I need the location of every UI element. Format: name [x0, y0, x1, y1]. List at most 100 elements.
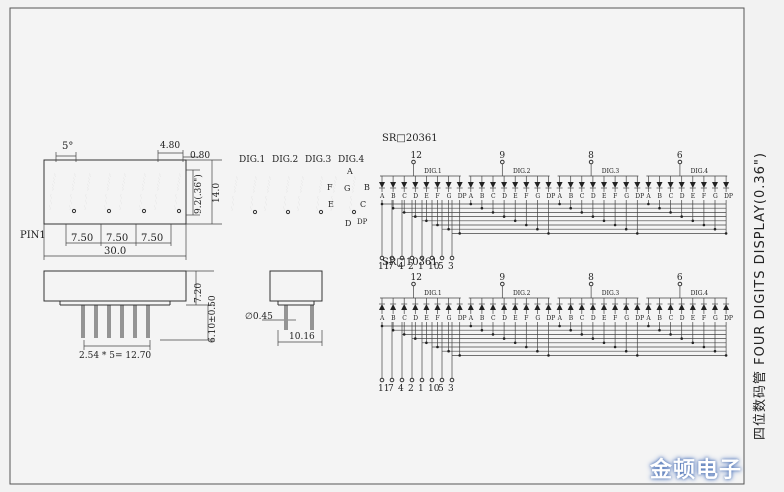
schematic-cc-seg-bus-D: 2: [408, 200, 727, 272]
schematic-cc-seg-label-1-G: G: [447, 193, 452, 200]
schematic-ca-seg-label-3-C: C: [580, 315, 585, 322]
schematic-ca-seg-bus-G: 5: [438, 322, 727, 394]
schematic-ca-seg-bus-D: 2: [408, 322, 727, 394]
segment-digit-3: [297, 174, 324, 215]
front-digit-1: [49, 171, 77, 214]
schematic-cc-seg-label-4-A: A: [645, 193, 651, 200]
schematic-ca-seg-label-4-G: G: [713, 315, 718, 322]
schematic-ca-led-3-E: E: [601, 298, 607, 322]
schematic-cc-led-3-A: A: [556, 176, 563, 200]
schematic-ca-led-1-G: G: [445, 298, 452, 322]
segment-digit-1: [231, 174, 258, 215]
schematic-ca-led-1-F: F: [434, 298, 441, 322]
pin1-label: PIN1: [20, 230, 46, 241]
schematic-ca-led-2-B: B: [478, 298, 485, 322]
ca-model-label: SR□10361: [382, 257, 438, 268]
side-view: 7.20 6.10±0.50 2.54 * 5= 12.70: [43, 270, 218, 361]
schematic-cc-led-1-F: F: [434, 176, 441, 200]
schematic-ca-led-4-D: D: [678, 298, 685, 322]
schematic-ca-bottom-pin-6: 10: [428, 384, 440, 394]
display-body-outline: [43, 159, 187, 225]
schematic-ca-seg-label-1-C: C: [402, 315, 407, 322]
schematic-cc-seg-bus-C: 4: [398, 200, 727, 272]
side-pin-5: [133, 305, 137, 338]
schematic-ca-bottom-pin-3: 4: [398, 384, 404, 394]
schematic-ca-seg-label-2-G: G: [535, 315, 540, 322]
segment-digit-4: [330, 174, 357, 215]
schematic-ca-bottom-pin-8: 3: [448, 384, 454, 394]
schematic-cc-digit-label-1: DIG.1: [424, 168, 441, 175]
schematic-cc-digit-label-3: DIG.3: [602, 168, 620, 175]
schematic-cc-seg-label-2-D: D: [502, 193, 507, 200]
segment-view: DIG.1 DIG.2 DIG.3 DIG.4 A B C D E F G DP: [231, 155, 370, 228]
schematic-ca-common-pin-3: 8: [588, 273, 594, 283]
schematic-cc-seg-label-1-B: B: [391, 193, 396, 200]
schematic-cc-led-2-B: B: [478, 176, 485, 200]
schematic-ca-led-1-DP: DP: [456, 298, 467, 322]
schematic-cc-led-2-E: E: [512, 176, 519, 200]
schematic-ca-led-2-C: C: [490, 298, 496, 322]
schematic-ca-seg-label-1-G: G: [447, 315, 452, 322]
schematic-cc-seg-label-1-C: C: [402, 193, 407, 200]
end-body-outline: [269, 270, 323, 302]
schematic-cc-seg-label-1-A: A: [379, 193, 385, 200]
seg-digit-label-3: DIG.3: [305, 155, 332, 165]
schematic-cc-bottom-pin-7: 5: [438, 262, 444, 272]
schematic-cc-led-4-C: C: [667, 176, 674, 200]
schematic-ca-led-1-D: D: [412, 298, 419, 322]
schematic-ca-digit-label-3: DIG.3: [602, 290, 620, 297]
schematic-ca-seg-label-1-F: F: [436, 315, 440, 322]
schematic-cc-seg-label-3-B: B: [569, 193, 574, 200]
schematic-ca-seg-label-2-A: A: [468, 315, 474, 322]
seg-label-d: D: [345, 219, 351, 228]
schematic-cc-led-2-DP: DP: [545, 176, 555, 200]
schematic-cc-led-2-A: A: [467, 176, 474, 200]
seg-digits: [231, 174, 357, 215]
schematic-ca-seg-label-2-D: D: [502, 315, 507, 322]
schematic-ca-led-4-DP: DP: [723, 298, 733, 322]
schematic-cc-seg-label-4-G: G: [713, 193, 718, 200]
schematic-cc-bottom-pin-3: 4: [398, 262, 404, 272]
schematic-cc-seg-label-3-DP: DP: [635, 193, 644, 200]
dim-width-top: 4.80: [160, 141, 180, 151]
schematic-cc-led-3-C: C: [578, 176, 585, 200]
dim-side-body: 7.20: [194, 283, 204, 303]
schematic-ca-seg-label-3-DP: DP: [635, 315, 644, 322]
schematic-cc-seg-bus-F: 10: [428, 200, 727, 272]
schematic-ca-seg-label-2-C: C: [491, 315, 496, 322]
schematic-ca-led-4-B: B: [656, 298, 663, 322]
schematic-ca-seg-bus-E: 1: [418, 322, 727, 394]
schematic-cc-digit-label-4: DIG.4: [691, 168, 709, 175]
schematic-cc-led-1-DP: DP: [456, 176, 467, 200]
schematic-ca-seg-label-3-D: D: [591, 315, 596, 322]
schematic-ca-led-4-C: C: [667, 298, 674, 322]
dim-height: 14.0: [212, 183, 222, 203]
schematic-cc-seg-label-1-D: D: [413, 193, 418, 200]
segment-digit-2: [264, 174, 291, 215]
title-sidebar: 四位数码管 FOUR DIGITS DISPLAY(0.36"): [749, 100, 773, 440]
schematic-cc-led-1-E: E: [423, 176, 430, 200]
dim-side-pin: 6.10±0.50: [208, 295, 218, 343]
schematic-ca-common-pin-1: 12: [411, 273, 422, 283]
seg-label-a: A: [346, 167, 353, 176]
schematic-ca-seg-label-1-A: A: [379, 315, 385, 322]
schematic-cc-led-3-F: F: [612, 176, 619, 200]
schematic-cc-common-pin-1: 12: [411, 151, 422, 161]
schematic-cc-seg-label-4-B: B: [658, 193, 663, 200]
schematic-cc-common-pin-2: 9: [499, 151, 505, 161]
schematic-cc-seg-label-1-DP: DP: [458, 193, 467, 200]
schematic-cc-seg-label-2-C: C: [491, 193, 496, 200]
schematic-cc-bottom-pin-5: 1: [418, 262, 424, 272]
schematic-cc-seg-label-1-E: E: [424, 193, 428, 200]
schematic-ca-seg-label-2-B: B: [480, 315, 485, 322]
schematic-cc-seg-label-4-C: C: [669, 193, 674, 200]
schematic-ca-led-4-G: G: [712, 298, 718, 322]
schematic-ca-led-3-G: G: [623, 298, 630, 322]
schematic-ca-led-3-C: C: [578, 298, 585, 322]
schematic-cc-seg-label-4-E: E: [691, 193, 695, 200]
schematic-ca-bottom-pin-7: 5: [438, 384, 444, 394]
